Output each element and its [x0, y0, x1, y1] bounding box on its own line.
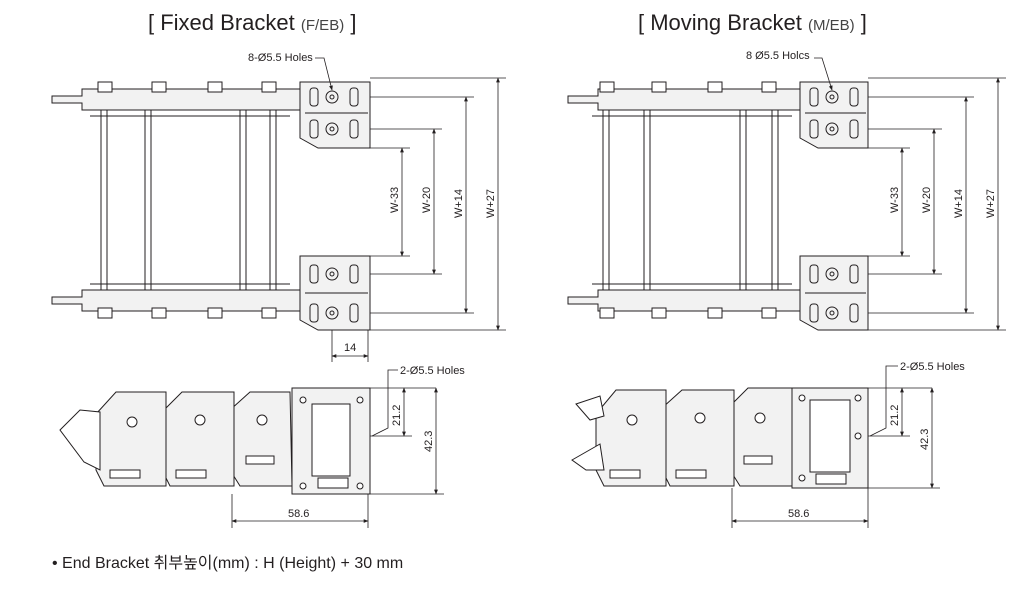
fixed-side-dimensions [231, 369, 444, 528]
fixed-top-dimensions [315, 57, 506, 362]
title-main: Fixed Bracket [160, 10, 295, 35]
moving-side-dimensions [731, 365, 940, 528]
moving-top-view [567, 81, 869, 331]
title-bracket-open: [ [638, 10, 651, 35]
moving-dim-58-6: 58.6 [788, 508, 809, 520]
fixed-dim-w20: W-20 [421, 187, 433, 213]
moving-side-view [571, 387, 869, 489]
fixed-dim-w14: W+14 [453, 189, 465, 218]
fixed-holes-side-label: 2-Ø5.5 Holes [400, 365, 465, 377]
fixed-dim-w27: W+27 [485, 189, 497, 218]
fixed-dim-21-2: 21.2 [391, 405, 403, 426]
fixed-side-view [59, 387, 371, 495]
fixed-top-view [51, 81, 371, 331]
moving-dim-w14: W+14 [953, 189, 965, 218]
moving-holes-top-label: 8 Ø5.5 Holcs [746, 50, 810, 62]
fixed-dim-58-6: 58.6 [288, 508, 309, 520]
end-bracket-footnote: • End Bracket 취부높이(mm) : H (Height) + 30… [52, 555, 404, 572]
title-bracket-close: ] [344, 10, 357, 35]
fixed-dim-42-3: 42.3 [423, 431, 435, 452]
title-bracket-close: ] [854, 10, 867, 35]
moving-dim-w33: W-33 [889, 187, 901, 213]
title-sub: (F/EB) [300, 17, 345, 34]
fixed-dim-w33: W-33 [389, 187, 401, 213]
title-sub: (M/EB) [807, 17, 855, 34]
moving-top-dimensions [814, 57, 1006, 331]
fixed-dim-14: 14 [344, 342, 356, 354]
moving-dim-42-3: 42.3 [919, 429, 931, 450]
title-bracket-open: [ [148, 10, 161, 35]
moving-dim-w27: W+27 [985, 189, 997, 218]
moving-dim-21-2: 21.2 [889, 405, 901, 426]
moving-holes-side-label: 2-Ø5.5 Holes [900, 361, 965, 373]
moving-bracket-title: [ Moving Bracket (M/EB) ] [638, 10, 867, 36]
moving-dim-w20: W-20 [921, 187, 933, 213]
title-main: Moving Bracket [650, 10, 802, 35]
fixed-bracket-title: [ Fixed Bracket (F/EB) ] [148, 10, 356, 36]
fixed-holes-top-label: 8-Ø5.5 Holes [248, 52, 313, 64]
